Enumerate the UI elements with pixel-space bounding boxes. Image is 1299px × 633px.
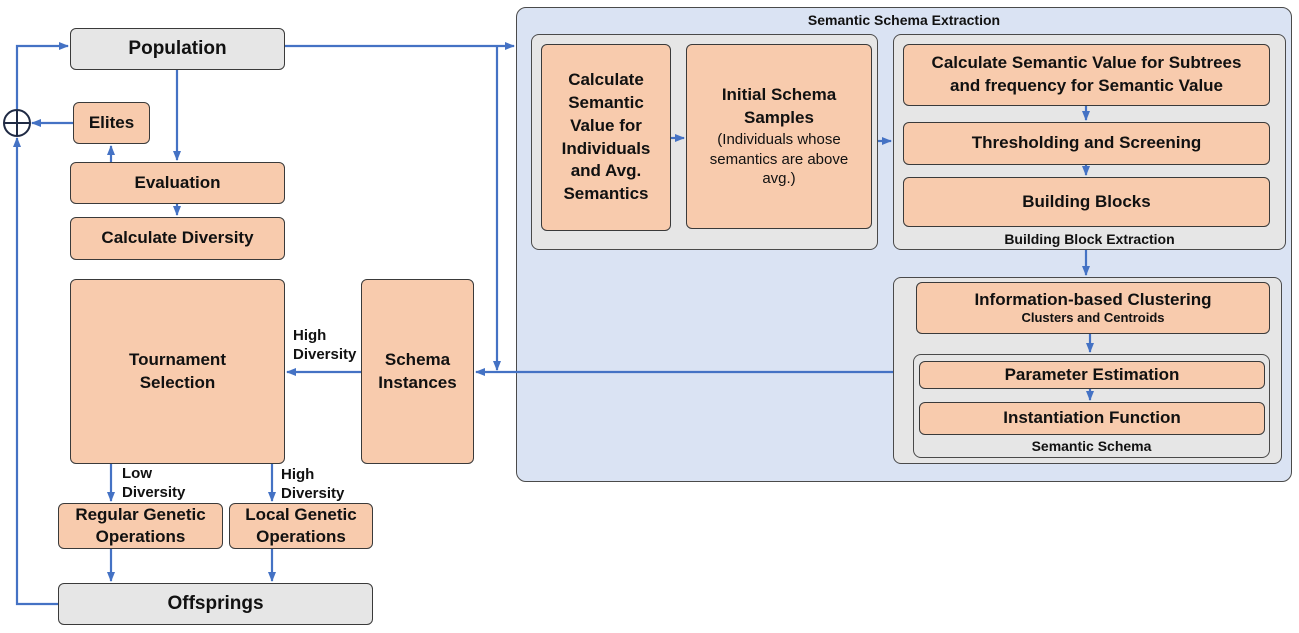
initial-schema-samples-note: (Individuals whose semantics are above a… bbox=[709, 131, 849, 188]
arrow-sum-to-population bbox=[15, 42, 69, 109]
calc-subtrees-box: Calculate Semantic Value for Subtrees an… bbox=[903, 44, 1270, 106]
schema-instances-box: Schema Instances bbox=[361, 279, 474, 464]
sum-node-icon bbox=[3, 109, 31, 137]
high-diversity-label-local: High Diversity bbox=[281, 466, 345, 502]
population-box: Population bbox=[70, 28, 285, 70]
tournament-selection-box: Tournament Selection bbox=[70, 279, 285, 464]
low-diversity-label: Low Diversity bbox=[122, 465, 186, 501]
calculate-diversity-box: Calculate Diversity bbox=[70, 217, 285, 260]
semantic-schema-title: Semantic Schema bbox=[1031, 438, 1152, 454]
regular-genetic-operations-box: Regular Genetic Operations bbox=[58, 503, 223, 549]
instantiation-function-box: Instantiation Function bbox=[919, 402, 1265, 435]
calc-semantic-value-box: Calculate Semantic Value for Individuals… bbox=[541, 44, 671, 231]
evaluation-box: Evaluation bbox=[70, 162, 285, 204]
info-clustering-box: Information-based Clustering Clusters an… bbox=[916, 282, 1270, 334]
initial-schema-samples-box: Initial Schema Samples (Individuals whos… bbox=[686, 44, 872, 229]
building-blocks-box: Building Blocks bbox=[903, 177, 1270, 227]
thresholding-box: Thresholding and Screening bbox=[903, 122, 1270, 165]
elites-box: Elites bbox=[73, 102, 150, 144]
arrow-offsprings-to-sum bbox=[13, 137, 58, 606]
offsprings-box: Offsprings bbox=[58, 583, 373, 625]
high-diversity-label-selection: High Diversity bbox=[293, 327, 357, 363]
building-block-extraction-title: Building Block Extraction bbox=[1004, 231, 1175, 247]
info-clustering-title: Information-based Clustering bbox=[974, 290, 1212, 309]
semantic-schema-extraction-title: Semantic Schema Extraction bbox=[807, 12, 1001, 28]
parameter-estimation-box: Parameter Estimation bbox=[919, 361, 1265, 389]
local-genetic-operations-box: Local Genetic Operations bbox=[229, 503, 373, 549]
clusters-centroids-label: Clusters and Centroids bbox=[1021, 310, 1165, 326]
initial-schema-samples-title: Initial Schema Samples bbox=[721, 85, 837, 128]
